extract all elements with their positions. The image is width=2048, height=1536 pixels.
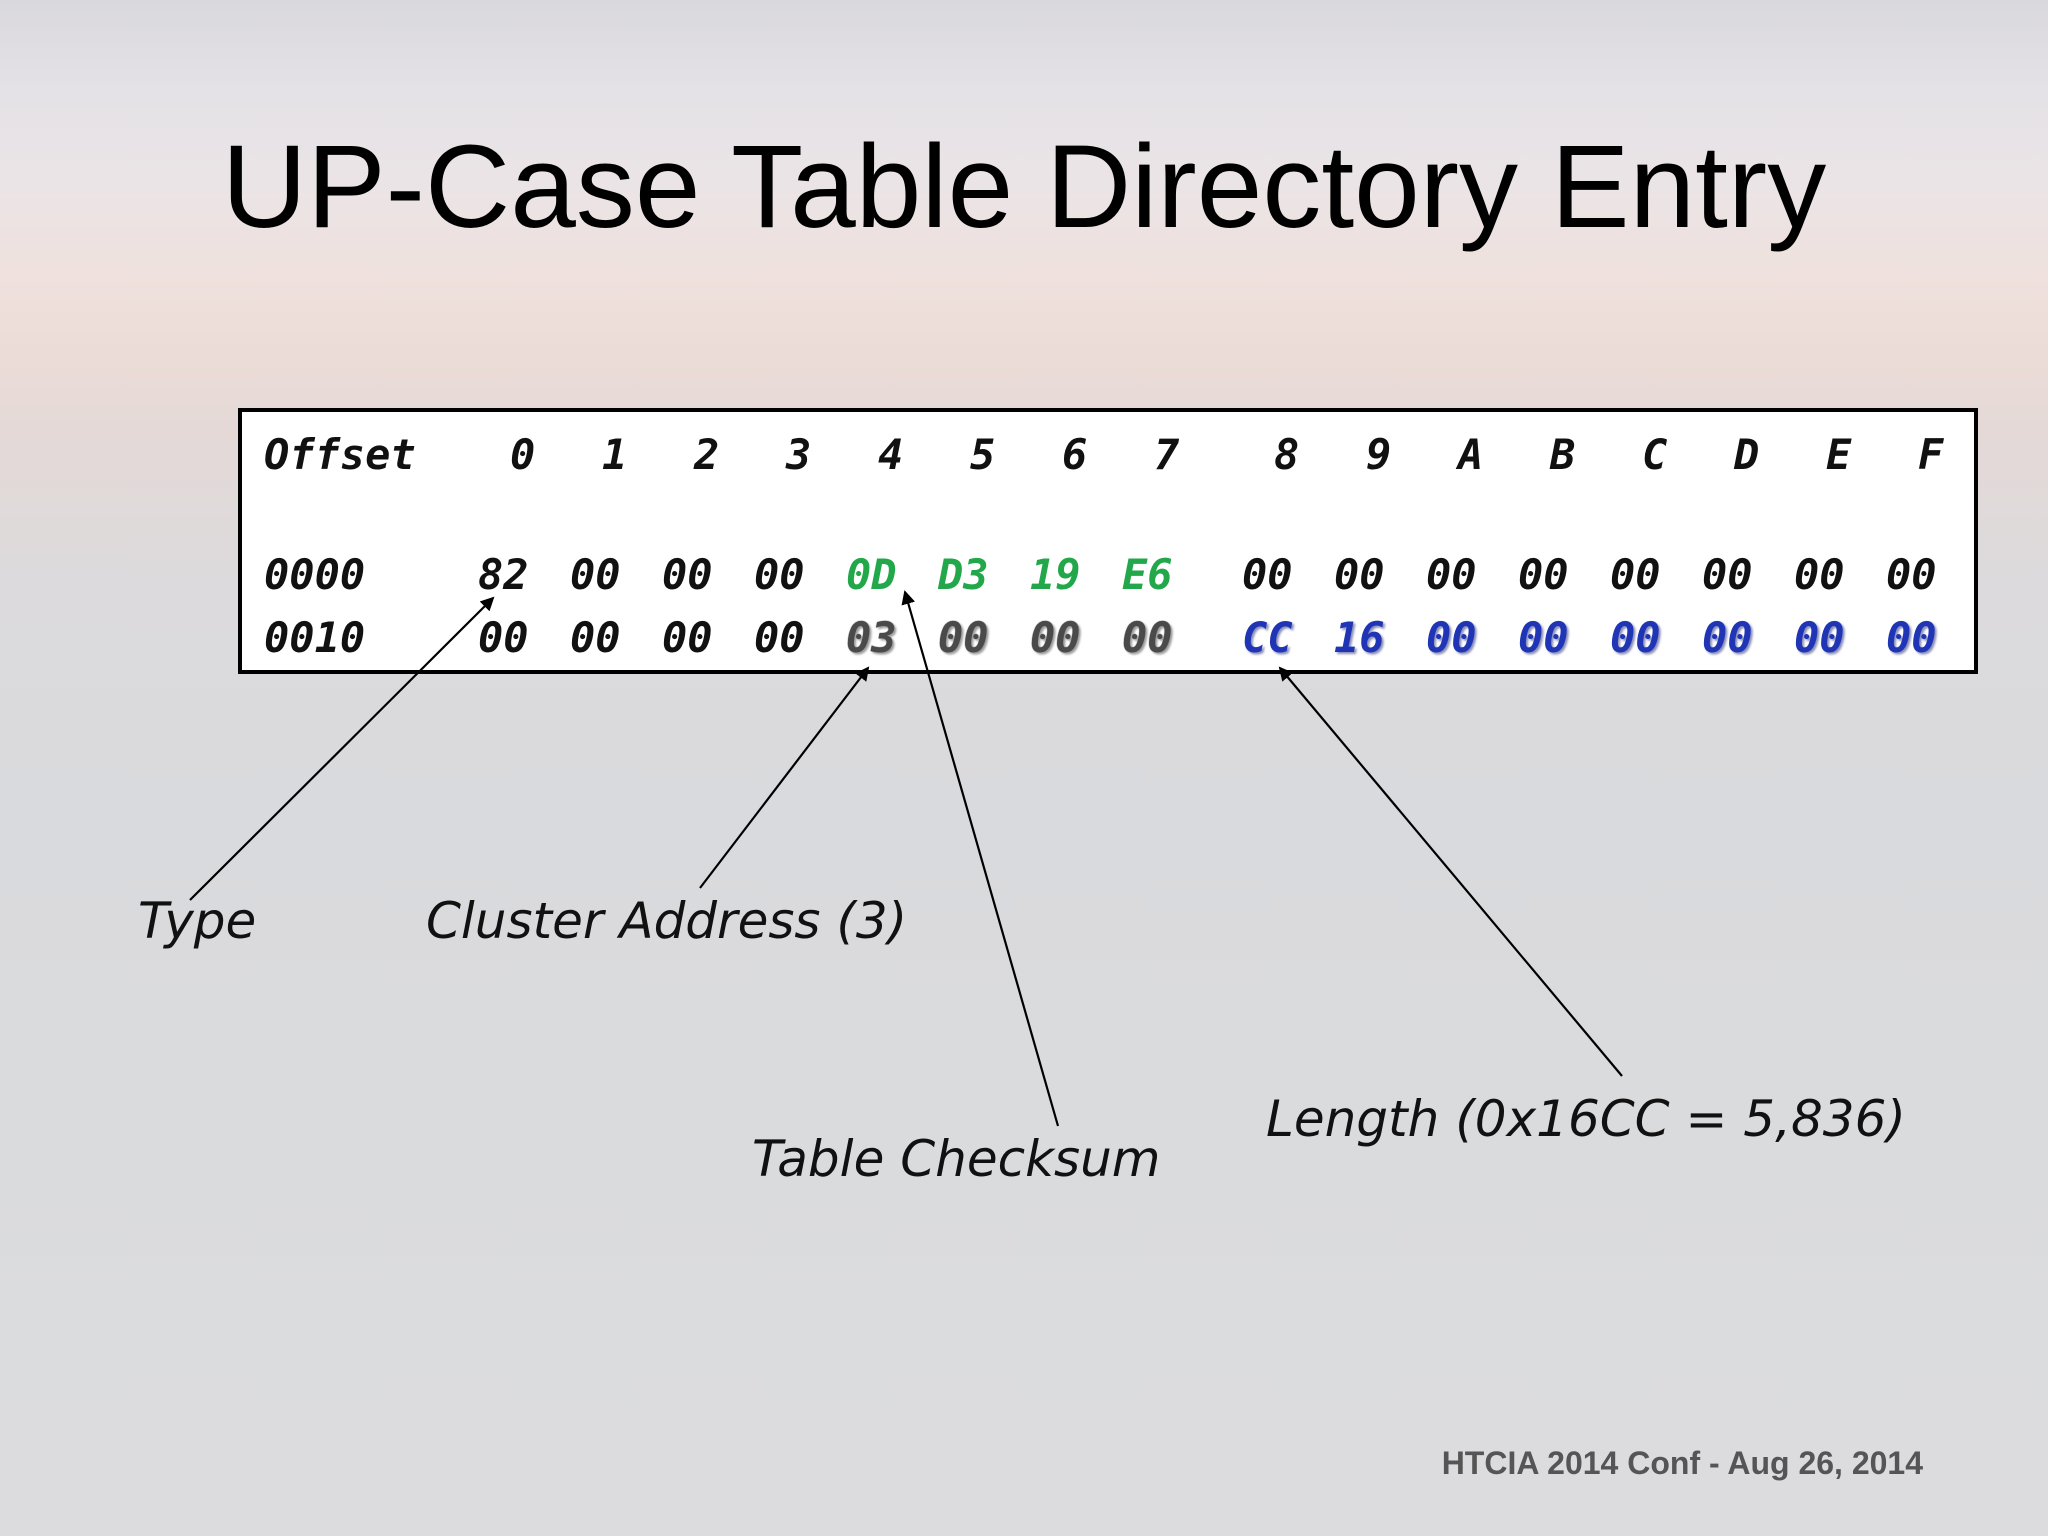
hex-byte: 00 xyxy=(570,550,621,599)
column-header: 7 xyxy=(1154,430,1180,479)
hex-byte: CC xyxy=(1242,613,1293,662)
column-header: 4 xyxy=(878,430,904,479)
hex-byte: 00 xyxy=(1030,613,1081,662)
hex-byte: 00 xyxy=(1122,613,1173,662)
hex-byte: 00 xyxy=(662,550,713,599)
slide-title: UP-Case Table Directory Entry xyxy=(221,121,1827,253)
hex-byte: 00 xyxy=(1518,550,1569,599)
cluster-address-label: Cluster Address (3) xyxy=(426,892,908,950)
hex-byte: 00 xyxy=(938,613,989,662)
column-header: F xyxy=(1918,430,1944,479)
row-offset: 0010 xyxy=(264,613,366,662)
hex-byte: 00 xyxy=(1794,550,1845,599)
hex-byte: 00 xyxy=(662,613,713,662)
hex-byte: 00 xyxy=(478,613,529,662)
hex-byte: 82 xyxy=(478,550,529,599)
column-header: A xyxy=(1458,430,1484,479)
length-arrow xyxy=(1278,666,1623,1077)
hex-byte: 00 xyxy=(754,550,805,599)
hex-byte: 00 xyxy=(1702,613,1753,662)
hex-byte: 00 xyxy=(1426,550,1477,599)
column-header: 5 xyxy=(970,430,996,479)
table-checksum-label: Table Checksum xyxy=(752,1130,1161,1188)
column-header: 8 xyxy=(1274,430,1300,479)
hex-byte: 00 xyxy=(570,613,621,662)
hex-byte: 00 xyxy=(754,613,805,662)
hex-byte: E6 xyxy=(1122,550,1173,599)
hex-byte: 00 xyxy=(1518,613,1569,662)
hex-byte: 00 xyxy=(1886,613,1937,662)
hex-byte: 19 xyxy=(1030,550,1081,599)
offset-header: Offset xyxy=(264,430,416,479)
hex-byte: 00 xyxy=(1886,550,1937,599)
hex-byte: 00 xyxy=(1702,550,1753,599)
column-header: 9 xyxy=(1366,430,1392,479)
hex-byte: D3 xyxy=(938,550,989,599)
hex-byte: 0D xyxy=(846,550,897,599)
footer-text: HTCIA 2014 Conf - Aug 26, 2014 xyxy=(1441,1445,1923,1481)
row-offset: 0000 xyxy=(264,550,366,599)
hex-byte: 00 xyxy=(1610,613,1661,662)
hex-byte: 00 xyxy=(1794,613,1845,662)
hex-byte: 00 xyxy=(1334,550,1385,599)
column-header: 6 xyxy=(1062,430,1088,479)
length-label: Length (0x16CC = 5,836) xyxy=(1266,1090,1906,1148)
column-header: 0 xyxy=(510,430,536,479)
cluster-address-arrow xyxy=(699,666,870,889)
column-header: B xyxy=(1550,430,1576,479)
column-header: 3 xyxy=(786,430,812,479)
column-header: D xyxy=(1734,430,1760,479)
type-label: Type xyxy=(138,892,257,950)
hex-byte: 03 xyxy=(846,613,897,662)
column-header: E xyxy=(1826,430,1852,479)
hex-byte: 00 xyxy=(1610,550,1661,599)
hex-byte: 00 xyxy=(1426,613,1477,662)
column-header: 1 xyxy=(602,430,628,479)
hex-byte: 16 xyxy=(1334,613,1385,662)
hex-byte: 00 xyxy=(1242,550,1293,599)
column-header: C xyxy=(1642,430,1668,479)
column-header: 2 xyxy=(694,430,720,479)
